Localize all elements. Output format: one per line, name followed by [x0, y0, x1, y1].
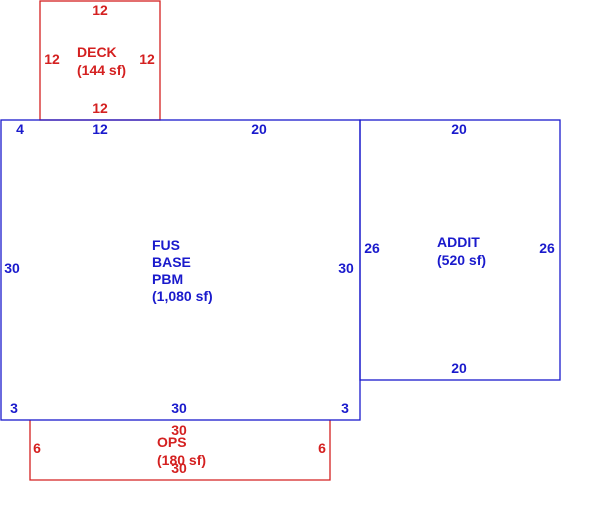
base-label-line2: BASE [152, 254, 191, 270]
addition-dim-right: 26 [539, 240, 555, 256]
base-dim-right: 30 [338, 260, 354, 276]
addition-outline [359, 119, 561, 381]
addition-dim-left: 26 [364, 240, 380, 256]
addition-area-label: (520 sf) [437, 252, 486, 268]
base-dim-top-mid: 12 [92, 121, 108, 137]
base-dim-bottom-right: 3 [341, 400, 349, 416]
deck-dim-bottom: 12 [92, 100, 108, 116]
base-dim-bottom-left: 3 [10, 400, 18, 416]
base-label-line1: FUS [152, 237, 180, 253]
base-label-line3: PBM [152, 271, 183, 287]
ops-dim-right: 6 [318, 440, 326, 456]
ops-dim-top: 30 [171, 422, 187, 438]
deck-name-label: DECK [77, 44, 117, 60]
base-dim-left: 30 [4, 260, 20, 276]
base-dim-top-right: 20 [251, 121, 267, 137]
base-dim-bottom: 30 [171, 400, 187, 416]
base-dim-top-left: 4 [16, 121, 24, 137]
ops-area: 30 6 6 30 OPS (180 sf) [29, 420, 331, 481]
base-outline [0, 119, 361, 421]
addition-dim-top: 20 [451, 121, 467, 137]
deck-dim-left: 12 [44, 51, 60, 67]
addition-name-label: ADDIT [437, 234, 480, 250]
deck-dim-right: 12 [139, 51, 155, 67]
ops-dim-left: 6 [33, 440, 41, 456]
base-area-label: (1,080 sf) [152, 288, 213, 304]
ops-dim-bottom: 30 [171, 460, 187, 476]
base-area: 4 12 20 30 30 3 30 3 FUS BASE PBM (1,080… [0, 119, 361, 421]
ops-area-label: (180 sf) [157, 452, 206, 468]
deck-area-label: (144 sf) [77, 62, 126, 78]
addition-dim-bottom: 20 [451, 360, 467, 376]
ops-name-label: OPS [157, 434, 187, 450]
deck-area: 12 12 12 12 DECK (144 sf) [39, 0, 161, 121]
deck-dim-top: 12 [92, 2, 108, 18]
ops-outline [29, 420, 331, 481]
addition-area: 20 26 26 20 ADDIT (520 sf) [359, 119, 561, 381]
